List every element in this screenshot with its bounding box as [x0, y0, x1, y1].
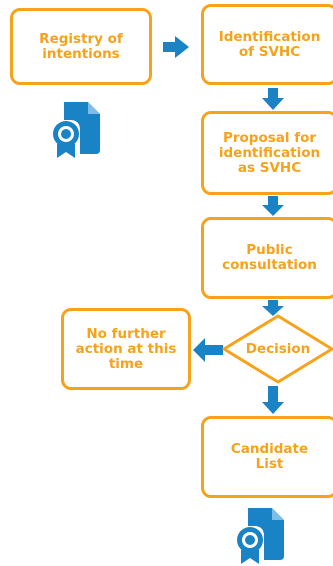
decision-label: Decision: [245, 341, 311, 357]
proposal-for-identification-box: Proposal for identification as SVHC: [201, 111, 333, 195]
arrow-left-icon: [193, 338, 223, 362]
public-consultation-box: Public consultation: [201, 217, 333, 299]
public-consultation-label: Public consultation: [222, 242, 317, 273]
arrow-down-icon: [262, 196, 284, 216]
arrow-down-icon: [262, 386, 284, 414]
candidate-list-label: Candidate List: [230, 441, 309, 472]
no-further-action-label: No further action at this time: [75, 325, 177, 372]
decision-diamond: [222, 314, 333, 384]
certificate-document-icon: [237, 508, 284, 564]
no-further-action-box: No further action at this time: [61, 308, 191, 390]
proposal-for-identification-label: Proposal for identification as SVHC: [218, 129, 321, 176]
certificate-document-icon: [53, 102, 100, 158]
arrow-down-icon: [262, 88, 284, 110]
candidate-list-box: Candidate List: [201, 416, 333, 498]
identification-of-svhc-label: Identification of SVHC: [218, 28, 321, 60]
arrow-right-icon: [163, 36, 189, 58]
identification-of-svhc-box: Identification of SVHC: [201, 4, 333, 85]
registry-of-intentions-box: Registry of intentions: [10, 8, 152, 85]
registry-of-intentions-label: Registry of intentions: [39, 30, 123, 62]
arrow-down-icon: [262, 300, 284, 316]
